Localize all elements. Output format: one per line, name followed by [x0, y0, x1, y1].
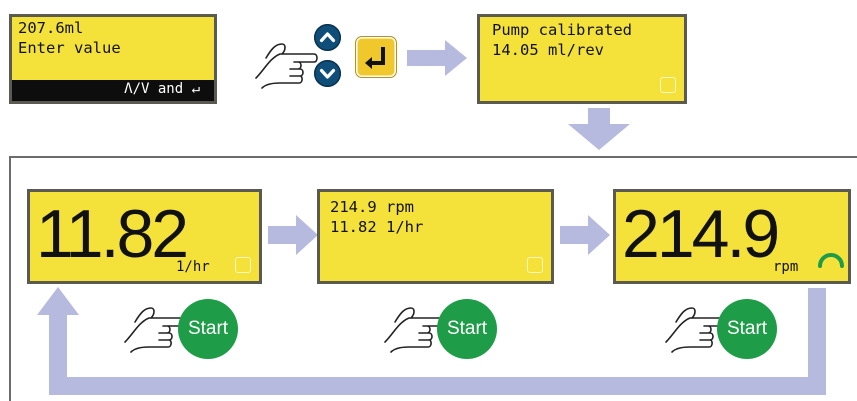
lcd-speed-and-flow: 214.9 rpm 11.82 1/hr [317, 189, 554, 284]
enter-button[interactable] [355, 36, 397, 78]
start-button[interactable]: Start [178, 299, 238, 359]
chevron-up-icon [319, 32, 336, 43]
down-button[interactable] [314, 60, 341, 87]
lcd-pump-calibrated: Pump calibrated 14.05 ml/rev [477, 14, 687, 104]
flow-line: 11.82 1/hr [330, 218, 424, 236]
lcd-enter-value: 207.6ml Enter value Λ/V and ↵ [9, 14, 217, 104]
softkey-label: Λ/V and ↵ [124, 81, 200, 97]
speed-unit: rpm [773, 259, 799, 275]
pointing-hand-icon [255, 43, 318, 89]
softkey-bar: Λ/V and ↵ [12, 80, 214, 101]
rotor-running-icon [818, 253, 844, 268]
speed-value: 214.9 [622, 196, 780, 272]
lcd-line-prompt: Enter value [18, 39, 121, 57]
lcd-flow-rate: 11.82 1/hr [27, 189, 262, 284]
start-button[interactable]: Start [437, 299, 497, 359]
flow-rate-unit: 1/hr [176, 259, 210, 275]
flow-arrow-down [568, 108, 630, 150]
flow-arrow-right [407, 40, 467, 76]
flow-arrow-right [268, 215, 318, 255]
start-button[interactable]: Start [717, 299, 777, 359]
speed-line: 214.9 rpm [330, 198, 414, 216]
enter-return-icon [365, 47, 385, 69]
lcd-line-calibration: 14.05 ml/rev [492, 41, 604, 59]
lcd-speed: 214.9 rpm [613, 189, 851, 284]
flow-rate-value: 11.82 [36, 196, 189, 272]
lcd-line-status: Pump calibrated [492, 21, 632, 39]
flow-arrow-right [560, 215, 610, 255]
up-button[interactable] [314, 24, 341, 51]
lcd-line-value: 207.6ml [18, 19, 84, 37]
chevron-down-icon [319, 68, 336, 79]
